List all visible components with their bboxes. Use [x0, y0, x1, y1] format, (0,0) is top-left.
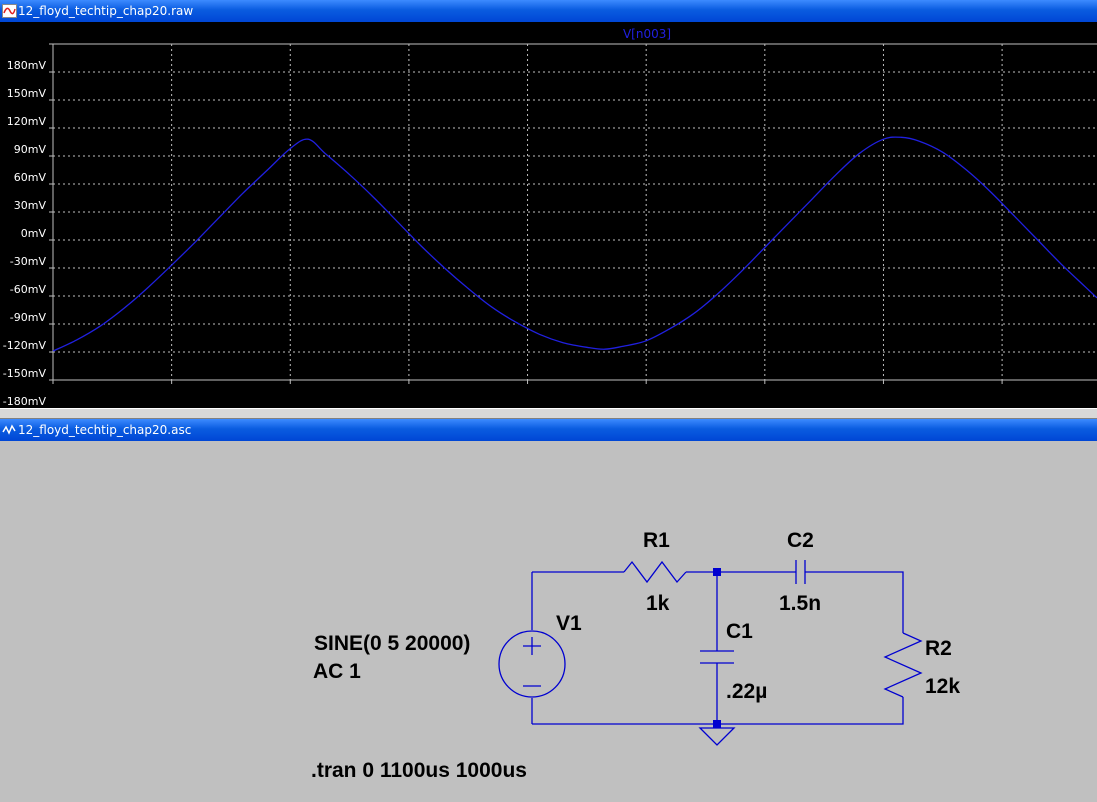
- schematic-wires: [498, 560, 923, 746]
- r2-value[interactable]: 12k: [925, 675, 961, 698]
- capacitor-c1-symbol: [700, 650, 734, 664]
- v1-ac-spec[interactable]: AC 1: [313, 660, 361, 683]
- r2-name[interactable]: R2: [925, 637, 952, 660]
- y-tick-label: 90mV: [13, 143, 46, 156]
- schematic-window-titlebar[interactable]: 12_floyd_techtip_chap20.asc: [0, 419, 1097, 441]
- wire-r2-to-bottom: [532, 697, 904, 725]
- schematic-canvas[interactable]: R1 1k C2 1.5n V1 SINE(0 5 20000) AC 1 C1…: [0, 441, 1097, 802]
- waveform-plot[interactable]: V[n003]: [0, 22, 1097, 408]
- r1-value[interactable]: 1k: [646, 592, 670, 615]
- y-tick-label: -180mV: [2, 395, 46, 408]
- trace-v-n003: [52, 136, 1097, 352]
- junction-top: [713, 568, 721, 576]
- waveform-window-titlebar[interactable]: 12_floyd_techtip_chap20.raw: [0, 0, 1097, 22]
- window-splitter[interactable]: [0, 408, 1097, 419]
- y-tick-label: 150mV: [6, 87, 46, 100]
- waveform-window-icon: [2, 4, 17, 18]
- spice-directive[interactable]: .tran 0 1100us 1000us: [311, 759, 527, 782]
- y-tick-label: 120mV: [6, 115, 46, 128]
- schematic-drawing[interactable]: [0, 441, 1097, 802]
- voltage-source-v1-symbol: [498, 630, 566, 698]
- c2-value[interactable]: 1.5n: [779, 592, 822, 615]
- y-tick-label: -150mV: [2, 367, 46, 380]
- wire-c2-to-right: [805, 571, 904, 633]
- y-tick-label: -120mV: [2, 339, 46, 352]
- resistor-r2-symbol: [883, 632, 923, 698]
- capacitor-c2-symbol: [795, 560, 806, 584]
- c1-value[interactable]: .22µ: [726, 680, 768, 703]
- y-tick-label: -60mV: [9, 283, 46, 296]
- schematic-window-icon: [2, 424, 16, 435]
- schematic-window-title: 12_floyd_techtip_chap20.asc: [18, 423, 192, 437]
- y-tick-label: 30mV: [13, 199, 46, 212]
- c2-name[interactable]: C2: [787, 529, 814, 552]
- y-tick-label: 180mV: [6, 59, 46, 72]
- v1-plus-sign: [523, 637, 541, 655]
- y-tick-label: -30mV: [9, 255, 46, 268]
- y-tick-label: 0mV: [20, 227, 46, 240]
- trace-label[interactable]: V[n003]: [623, 27, 671, 41]
- resistor-r1-symbol: [623, 560, 687, 584]
- y-tick-label: 60mV: [13, 171, 46, 184]
- waveform-plot-pane[interactable]: 180mV 150mV 120mV 90mV 60mV 30mV 0mV -30mV -60mV…: [0, 22, 1097, 425]
- junction-bottom: [713, 720, 721, 728]
- v1-name[interactable]: V1: [556, 612, 582, 635]
- c1-name[interactable]: C1: [726, 620, 753, 643]
- v1-source-spec[interactable]: SINE(0 5 20000): [314, 632, 471, 655]
- r1-name[interactable]: R1: [643, 529, 670, 552]
- y-tick-label: -90mV: [9, 311, 46, 324]
- plot-grid: [49, 43, 1097, 384]
- waveform-window-title: 12_floyd_techtip_chap20.raw: [18, 4, 194, 18]
